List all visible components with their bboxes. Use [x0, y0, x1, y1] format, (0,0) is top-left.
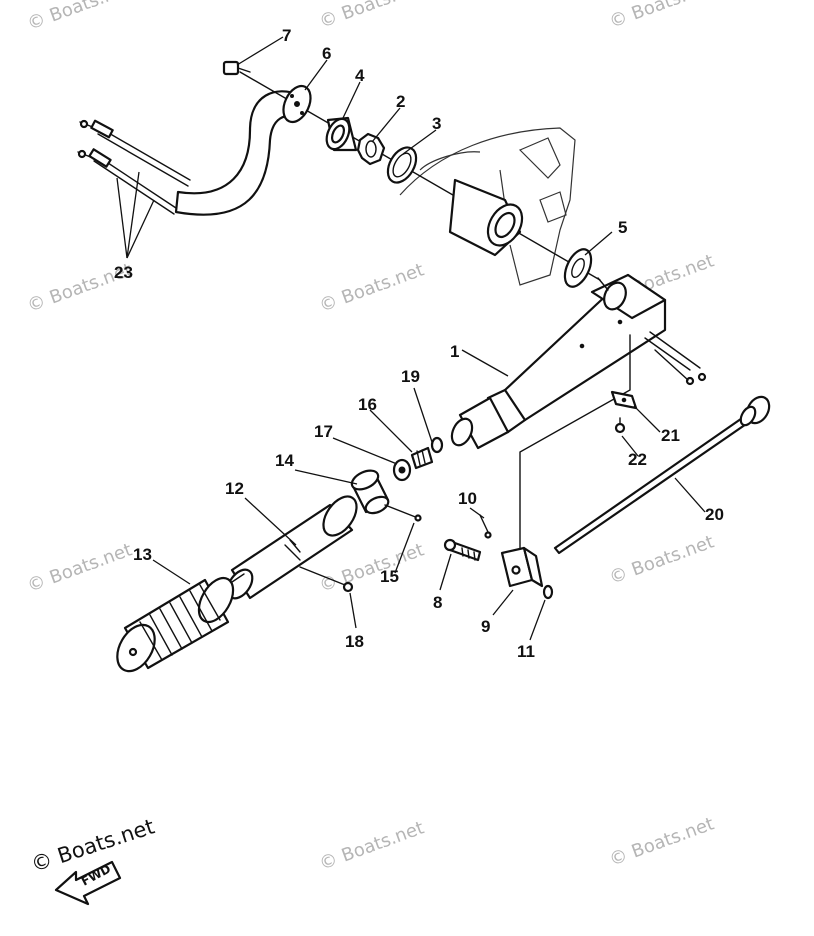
callout-13: 13 — [133, 545, 152, 564]
steering-tube — [174, 90, 302, 216]
callout-3: 3 — [432, 114, 441, 133]
fwd-arrow: FWD — [54, 860, 122, 906]
ring-3 — [386, 146, 418, 184]
copyright: © Boats.net — [28, 814, 157, 876]
nut-11 — [542, 584, 554, 600]
screw-18 — [299, 566, 354, 593]
callout-23: 23 — [114, 263, 133, 282]
callout-11: 11 — [517, 642, 535, 661]
bolt-8 — [443, 538, 482, 562]
callouts: 1 2 3 4 5 6 7 8 9 10 11 12 13 14 15 16 1… — [114, 26, 724, 661]
shaft-20 — [553, 395, 771, 555]
spring-19 — [430, 436, 444, 454]
pin-15 — [384, 504, 422, 522]
callout-17: 17 — [314, 422, 333, 441]
steering-cables — [77, 119, 191, 215]
steering-handle-1 — [450, 273, 707, 450]
callout-5: 5 — [618, 218, 627, 237]
callout-20: 20 — [705, 505, 724, 524]
watermark: © Boats.net — [317, 539, 427, 596]
callout-16: 16 — [358, 395, 377, 414]
callout-19: 19 — [401, 367, 420, 386]
bracket-tube — [448, 178, 524, 257]
bolt-7 — [222, 60, 251, 76]
watermark: © Boats.net — [607, 531, 717, 588]
washer-5 — [563, 248, 593, 288]
callout-18: 18 — [345, 632, 364, 651]
plate-21 — [610, 390, 638, 410]
callout-1: 1 — [450, 342, 459, 361]
spring-16 — [410, 446, 434, 470]
watermark: © Boats.net — [317, 0, 427, 33]
wave-washer-2 — [356, 132, 386, 166]
watermark: © Boats.net — [607, 0, 717, 33]
callout-6: 6 — [322, 44, 331, 63]
callout-2: 2 — [396, 92, 405, 111]
callout-21: 21 — [661, 426, 680, 445]
leader-lines — [116, 36, 706, 641]
screw-22 — [614, 417, 626, 434]
washer-17 — [392, 458, 412, 482]
watermark: © Boats.net — [25, 0, 135, 35]
callout-9: 9 — [481, 617, 490, 636]
washer-plate-6 — [282, 84, 312, 124]
throttle-sleeve-12 — [226, 495, 358, 600]
screw-10 — [479, 514, 492, 539]
callout-4: 4 — [355, 66, 365, 85]
callout-22: 22 — [628, 450, 647, 469]
watermark: © Boats.net — [317, 817, 427, 874]
collar-14 — [350, 469, 390, 515]
block-9 — [500, 546, 544, 588]
callout-14: 14 — [275, 451, 294, 470]
grip-13 — [116, 576, 235, 673]
watermark: © Boats.net — [607, 813, 717, 870]
watermark: © Boats.net — [25, 539, 135, 596]
bushing-4 — [325, 116, 358, 152]
watermark: © Boats.net — [317, 259, 427, 316]
callout-7: 7 — [282, 26, 291, 45]
watermarks: © Boats.net © Boats.net © Boats.net © Bo… — [25, 0, 717, 875]
callout-10: 10 — [458, 489, 477, 508]
callout-15: 15 — [380, 567, 399, 586]
assembly-line — [519, 334, 631, 561]
callout-8: 8 — [433, 593, 442, 612]
callout-12: 12 — [225, 479, 244, 498]
